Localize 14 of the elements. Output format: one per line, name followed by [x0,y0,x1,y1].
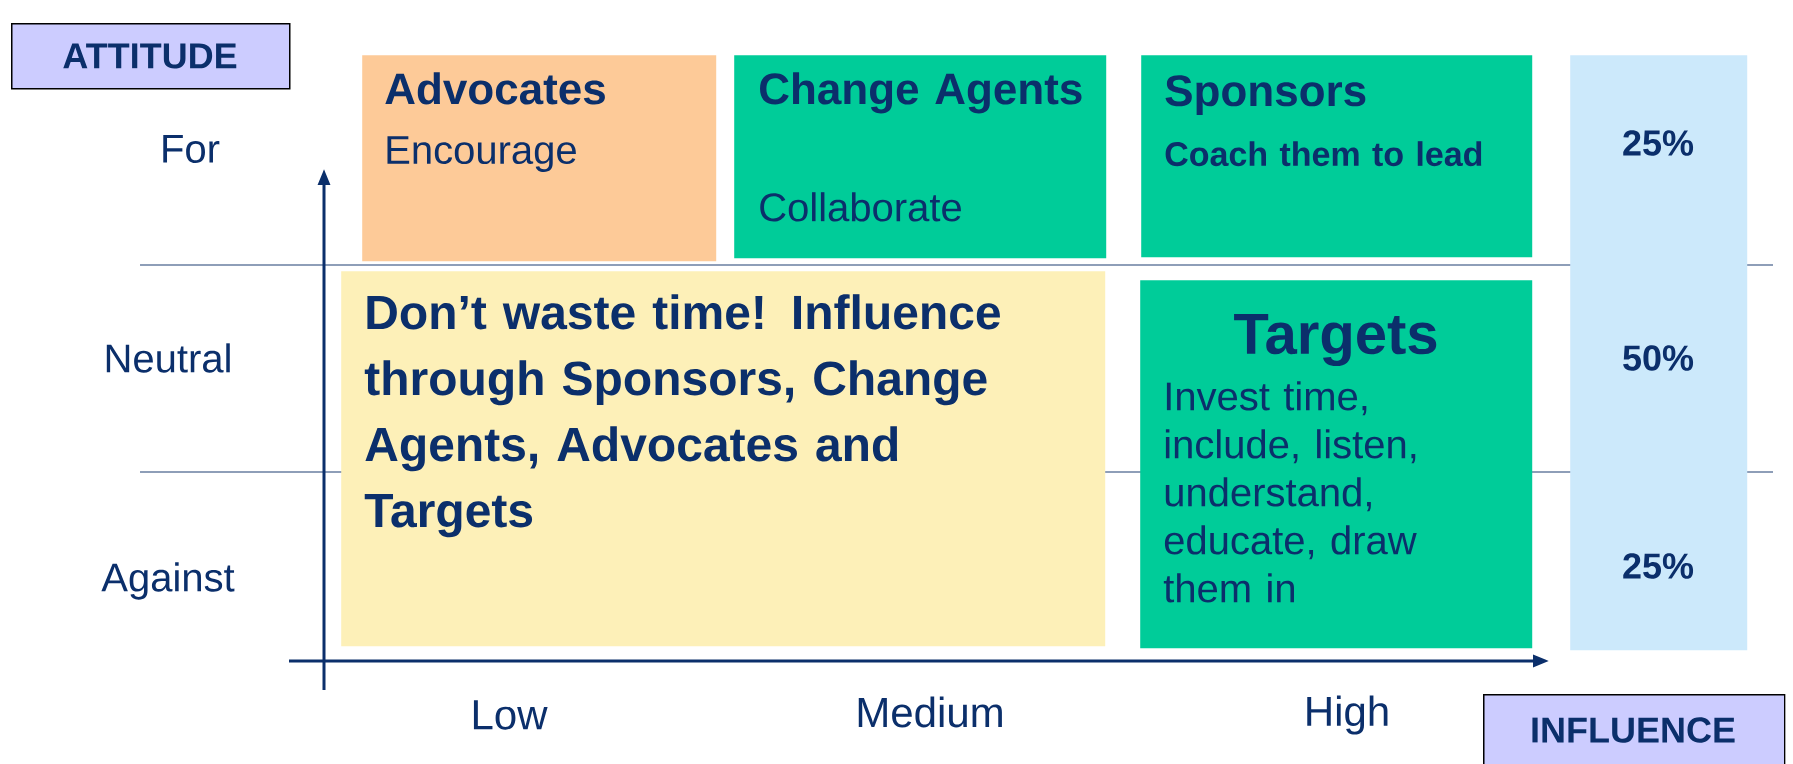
category-box: Sponsors Coach them to lead [1141,55,1533,258]
category-box: Targets Invest time, include, listen, understand, educate, draw them in [1140,280,1533,649]
advice-box: Don’t waste time! Influence through Sponsors, Change Agents, Advocates and Targets [341,271,1106,647]
axis-label: High [1307,695,1388,735]
category-box: Change Agents Collaborate [734,55,1107,259]
axis-label: Neutral [106,343,230,373]
axis-label: Low [473,700,548,730]
axis-label: For [163,135,220,163]
percentage-column: 25% 50% 25% [1570,55,1748,651]
category-box: Advocates Encourage [362,55,717,262]
axis-label: Against [101,562,235,600]
axis-title-box: ATTITUDE [11,23,291,90]
axis-label: Medium [858,696,1002,728]
axis-title-box: INFLUENCE [1483,694,1786,764]
